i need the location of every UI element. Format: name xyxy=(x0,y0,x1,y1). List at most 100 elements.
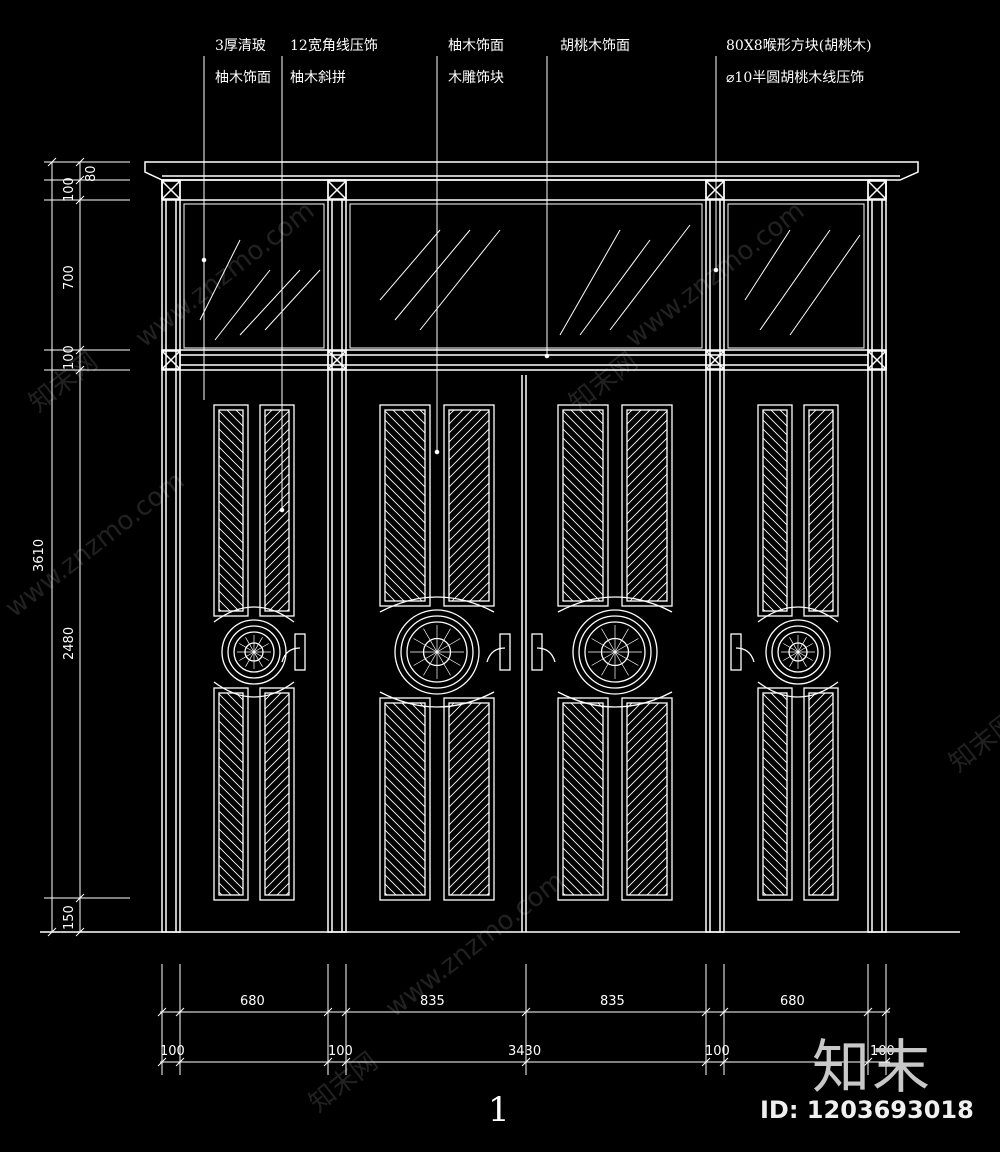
hatch-line xyxy=(214,923,248,957)
hatch-line xyxy=(763,882,776,895)
hatch-line xyxy=(763,527,787,553)
hatch-line xyxy=(265,693,289,719)
hatch-line xyxy=(809,527,833,553)
glass-reflection xyxy=(199,239,241,321)
hatch-line xyxy=(260,644,294,678)
corner-block-x xyxy=(161,350,181,370)
hatch-line xyxy=(629,563,667,601)
hatch-line xyxy=(563,581,583,601)
hatch-line xyxy=(449,545,489,587)
hatch-line xyxy=(265,864,289,890)
door-handle-lever xyxy=(536,647,556,663)
hatch-line xyxy=(809,563,833,589)
watermark-logo: 知末 xyxy=(812,1033,933,1101)
hatch-line xyxy=(265,545,289,571)
hatch-line xyxy=(380,915,430,965)
hdim-row1-680-right: 680 xyxy=(780,994,805,1009)
hatch-line xyxy=(219,747,243,773)
hatch-line xyxy=(627,482,667,524)
hatch-line xyxy=(804,941,838,975)
hatch-line xyxy=(627,410,642,425)
hatch-line xyxy=(627,703,660,736)
glass-reflection xyxy=(789,234,861,336)
hatch-line xyxy=(385,500,425,542)
hatch-line xyxy=(385,829,425,871)
hatch-line xyxy=(219,554,243,580)
hatch-line xyxy=(449,410,482,443)
panel-frame xyxy=(213,687,249,901)
medallion-ring xyxy=(572,609,658,695)
hatch-line xyxy=(563,793,603,835)
hatch-line xyxy=(449,464,489,506)
hatch-line xyxy=(763,464,787,490)
hatch-line xyxy=(265,581,289,607)
collar-curve xyxy=(757,681,839,698)
hatch-line xyxy=(809,410,826,427)
hatch-line xyxy=(260,325,294,359)
hatch-line xyxy=(809,756,833,782)
hatch-line xyxy=(627,766,667,808)
hatch-line xyxy=(627,721,667,763)
medallion-ring xyxy=(394,609,480,695)
hatch-line xyxy=(770,410,787,427)
hatch-line xyxy=(385,590,396,601)
hatch-line xyxy=(763,819,787,845)
glass-reflection xyxy=(579,239,651,336)
hatch-line xyxy=(809,693,833,719)
hatch-line xyxy=(763,729,787,755)
hatch-line xyxy=(265,437,289,463)
hatch-line xyxy=(563,428,603,470)
hatch-line xyxy=(214,608,248,642)
hatch-line xyxy=(265,747,289,773)
hatch-line xyxy=(563,856,602,895)
corner-block xyxy=(867,180,887,200)
hatch-line xyxy=(265,536,289,562)
hdim-tick xyxy=(323,1057,333,1067)
hatch-line xyxy=(449,802,489,844)
watermark-id: ID: 1203693018 xyxy=(760,1096,974,1124)
medallion-carving xyxy=(406,621,468,683)
hatch-line xyxy=(477,883,489,895)
hatch-line xyxy=(260,662,294,696)
hatch-line xyxy=(622,951,672,1001)
panel-hatch xyxy=(449,703,489,895)
hatch-line xyxy=(265,783,289,809)
hatch-line xyxy=(820,882,833,895)
hatch-line xyxy=(627,703,633,709)
medallion-ring xyxy=(765,619,831,685)
hatch-line xyxy=(558,622,608,672)
door-handle-plate xyxy=(531,633,543,671)
panel-frame xyxy=(379,697,431,901)
hatch-line xyxy=(622,676,672,726)
hdim-tick xyxy=(341,1007,351,1017)
hatch-line xyxy=(214,361,248,395)
panel-frame xyxy=(443,404,495,607)
hatch-line xyxy=(779,410,787,418)
panel-frame xyxy=(259,404,295,617)
hatch-line xyxy=(579,410,603,434)
hatch-line xyxy=(265,693,273,701)
hatch-line xyxy=(763,536,787,562)
door-handle-plate xyxy=(499,633,511,671)
hatch-line xyxy=(804,959,838,993)
collar-curve xyxy=(213,681,295,698)
hatch-line xyxy=(444,640,494,690)
corner-block xyxy=(161,180,181,200)
hatch-line xyxy=(804,905,838,939)
hatch-line xyxy=(265,693,282,710)
panel-hatch xyxy=(260,325,294,611)
hatch-line xyxy=(260,896,294,930)
hatch-line xyxy=(380,645,430,695)
hatch-line xyxy=(385,491,425,533)
hatch-line xyxy=(219,509,243,535)
hatch-line xyxy=(558,933,608,983)
hatch-line xyxy=(380,676,430,726)
hatch-line xyxy=(627,811,667,853)
hatch-line xyxy=(385,581,405,601)
hatch-line xyxy=(265,738,289,764)
panel-hatch xyxy=(260,644,294,930)
panel-frame xyxy=(621,697,673,901)
hatch-line xyxy=(622,897,672,947)
hatch-line xyxy=(627,757,667,799)
leader-dot xyxy=(544,353,550,359)
